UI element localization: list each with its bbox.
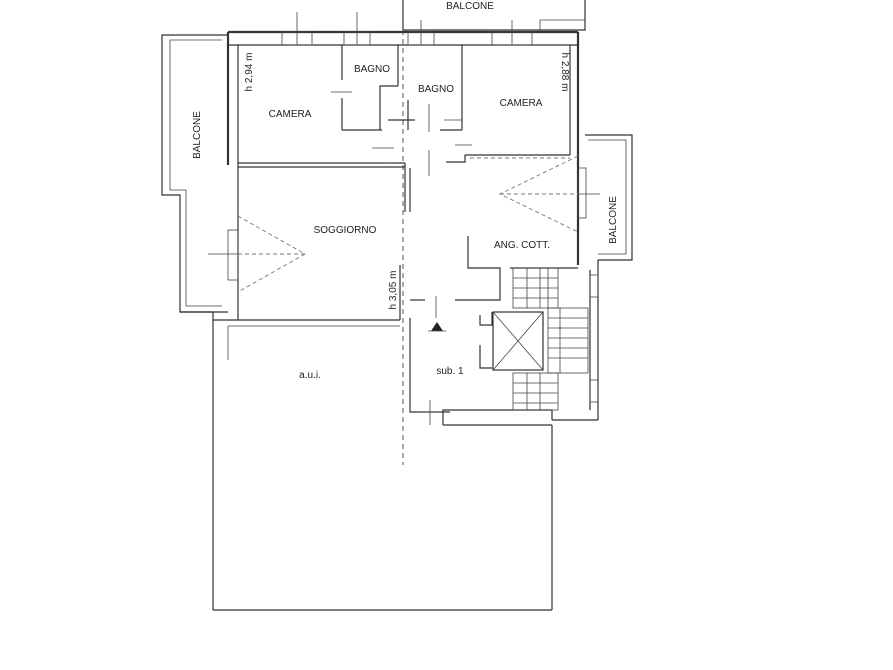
room-label-bagno-left: BAGNO bbox=[354, 64, 390, 75]
room-label-balcone-right: BALCONE bbox=[608, 196, 619, 244]
room-label-balcone-left: BALCONE bbox=[192, 111, 203, 159]
height-label-left: h 2,94 m bbox=[244, 53, 255, 92]
height-label-soggiorno: h 3,05 m bbox=[388, 271, 399, 310]
room-label-sub: sub. 1 bbox=[436, 366, 464, 377]
room-label-camera-right: CAMERA bbox=[500, 98, 543, 109]
room-label-bagno-right: BAGNO bbox=[418, 84, 454, 95]
top-windows bbox=[281, 12, 533, 46]
room-label-balcone-top: BALCONE bbox=[446, 1, 494, 12]
entrance-marker-icon bbox=[431, 322, 443, 331]
lower-area bbox=[212, 320, 553, 611]
room-label-soggiorno: SOGGIORNO bbox=[314, 225, 377, 236]
inner-walls bbox=[331, 45, 599, 426]
side-windows bbox=[208, 155, 600, 293]
elevator bbox=[492, 311, 544, 371]
height-label-right: h 2,88 m bbox=[559, 53, 570, 92]
area-label-aui: a.u.i. bbox=[299, 370, 321, 381]
stairs bbox=[512, 267, 599, 411]
room-label-ang-cott: ANG. COTT. bbox=[494, 240, 550, 251]
room-label-camera-left: CAMERA bbox=[269, 109, 312, 120]
